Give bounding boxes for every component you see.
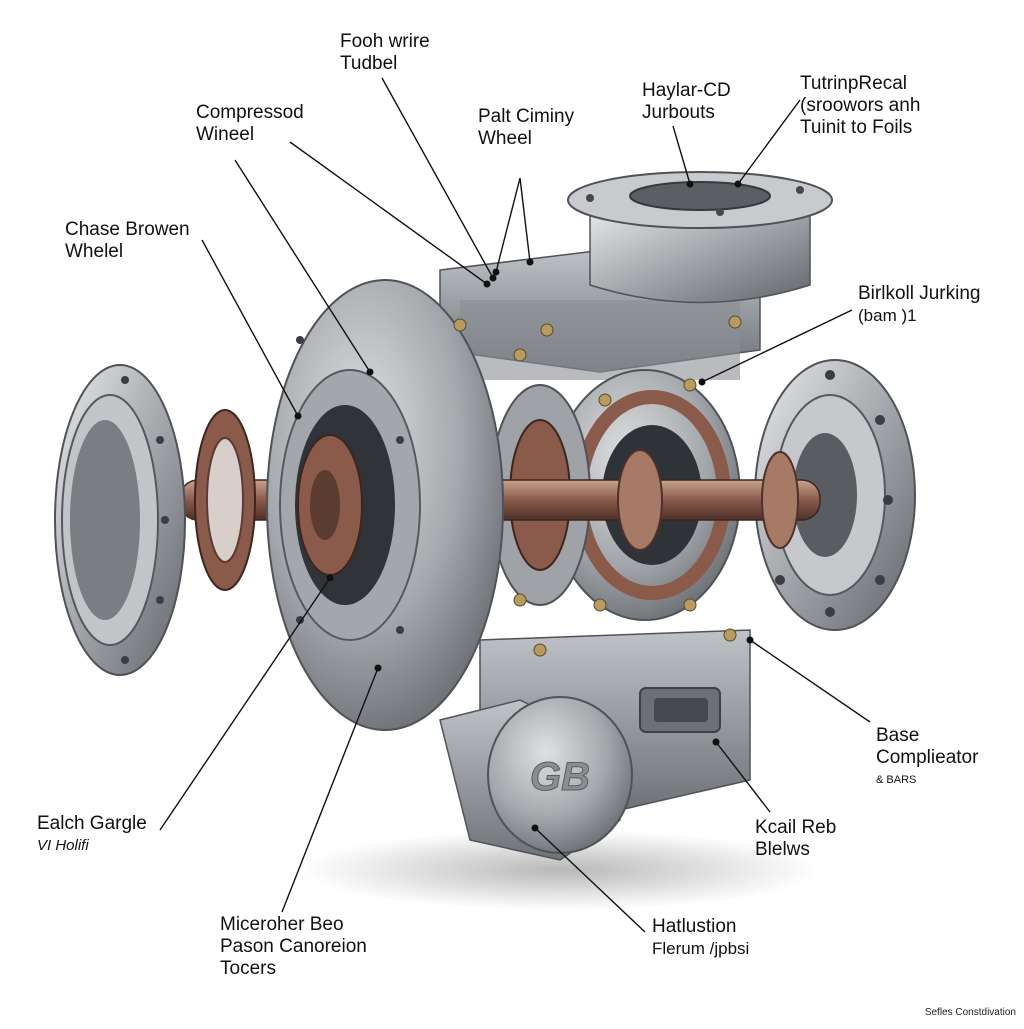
label-haylar-cd: Haylar-CD Jurbouts: [642, 80, 731, 123]
label-hatlustion: Hatlustion Flerum /jpbsi: [652, 916, 750, 958]
leader-compressed-wheel-2: [234, 159, 371, 373]
ground-shadow: [300, 830, 820, 910]
leader-chase-browen: [201, 239, 299, 417]
right-flange: [754, 359, 916, 631]
label-chase-browen: Chase Browen Whelel: [65, 219, 190, 262]
leader-fooh-wire: [381, 77, 494, 279]
bolts: [453, 315, 742, 657]
label-base-complieator: Base Complieator & BARS: [876, 725, 979, 786]
leader-birlkoll-jurking: [701, 309, 853, 383]
housing-emblem: GB: [530, 755, 590, 799]
leader-turbin-recal: [737, 99, 801, 185]
leader-haylar-cd: [672, 125, 691, 185]
leader-palt-ciminy: [495, 177, 521, 273]
label-ealch-gargle: Ealch Gargle VI Holifi: [37, 813, 147, 854]
leader-base-complieator: [749, 639, 871, 723]
leader-palt-ciminy-2: [519, 177, 531, 263]
compressor-housing: [266, 279, 504, 731]
leader-ealch-gargle: [159, 577, 331, 831]
label-turbin-recal: TutrinpRecal (sroowors anh Tuinit to Foi…: [800, 73, 921, 138]
left-inlet-flange: [54, 364, 186, 676]
front-cap: GB: [439, 696, 633, 861]
label-kcail-reb: Kcail Reb Blelws: [755, 817, 837, 860]
leader-kcail-reb: [715, 741, 771, 813]
label-palt-ciminy: Palt Ciminy Wheel: [478, 106, 575, 149]
top-outlet-flange: [567, 171, 833, 304]
leader-dots: [294, 180, 754, 832]
leader-compressed-wheel: [289, 141, 488, 285]
leader-lines: [159, 77, 871, 933]
label-birlkoll-jurking: Birlkoll Jurking (bam )1: [858, 283, 981, 325]
label-fooh-wire: Fooh wrire Tudbel: [340, 31, 430, 74]
credit-text: Sefles Constdivation: [924, 1007, 1016, 1018]
leader-hatlustion: [534, 827, 646, 933]
label-miceroher-beo: Miceroher Beo Pason Canoreion Tocers: [220, 914, 367, 979]
leader-miceroher-beo: [281, 667, 379, 913]
label-compressed-wheel: Compressod Wineel: [196, 102, 304, 145]
